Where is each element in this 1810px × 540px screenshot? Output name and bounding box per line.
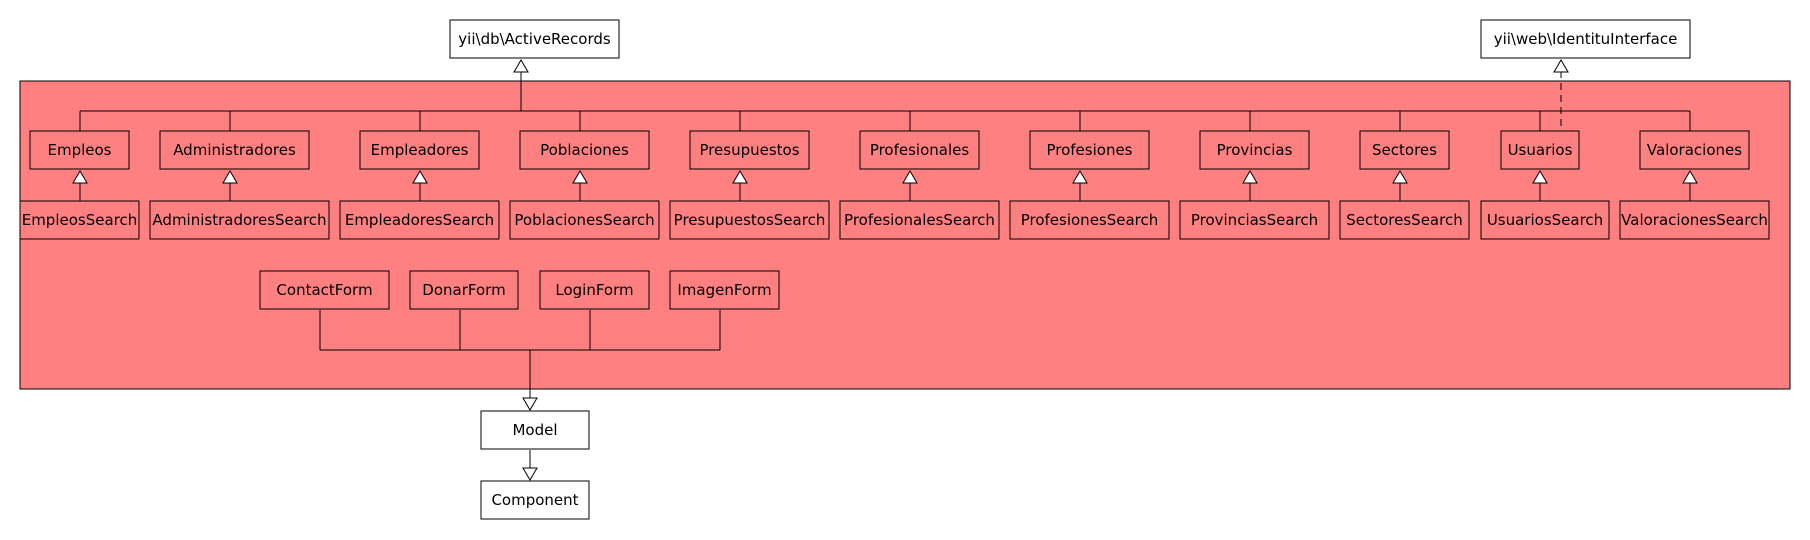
class-box-empleos: Empleos: [29, 130, 130, 170]
class-box-model: Model: [480, 410, 590, 450]
class-label: PresupuestosSearch: [674, 211, 826, 229]
class-box-sectores-search: SectoresSearch: [1339, 200, 1470, 240]
class-box-valoraciones: Valoraciones: [1639, 130, 1750, 170]
class-box-profesionales-search: ProfesionalesSearch: [839, 200, 1000, 240]
class-box-provincias: Provincias: [1199, 130, 1310, 170]
class-label: Valoraciones: [1647, 141, 1742, 159]
connector-lines: [79, 71, 1691, 470]
class-label: ProfesionesSearch: [1021, 211, 1159, 229]
class-box-contact-form: ContactForm: [259, 270, 390, 310]
class-box-administradores: Administradores: [159, 130, 310, 170]
class-label: Profesionales: [870, 141, 970, 159]
class-label: PoblacionesSearch: [514, 211, 654, 229]
class-box-presupuestos: Presupuestos: [689, 130, 810, 170]
class-box-administradores-search: AdministradoresSearch: [149, 200, 330, 240]
class-label: DonarForm: [422, 281, 505, 299]
class-box-usuarios: Usuarios: [1500, 130, 1580, 170]
class-label: ProfesionalesSearch: [844, 211, 995, 229]
class-label: AdministradoresSearch: [152, 211, 326, 229]
class-label: LoginForm: [555, 281, 633, 299]
class-label: Component: [491, 491, 578, 509]
class-label: yii\db\ActiveRecords: [458, 30, 611, 48]
class-box-usuarios-search: UsuariosSearch: [1480, 200, 1610, 240]
class-label: Poblaciones: [540, 141, 629, 159]
class-box-provincias-search: ProvinciasSearch: [1179, 200, 1330, 240]
class-label: UsuariosSearch: [1487, 211, 1603, 229]
inheritance-arrowheads: [72, 59, 1698, 481]
class-label: EmpleadoresSearch: [345, 211, 494, 229]
class-label: ImagenForm: [677, 281, 771, 299]
class-label: Empleadores: [371, 141, 469, 159]
class-label: SectoresSearch: [1346, 211, 1462, 229]
class-box-imagen-form: ImagenForm: [669, 270, 780, 310]
class-box-login-form: LoginForm: [539, 270, 650, 310]
class-box-profesiones-search: ProfesionesSearch: [1009, 200, 1170, 240]
class-box-donar-form: DonarForm: [409, 270, 519, 310]
class-box-component: Component: [480, 480, 590, 520]
class-label: Empleos: [48, 141, 112, 159]
class-label: EmpleosSearch: [22, 211, 138, 229]
class-label: Administradores: [173, 141, 296, 159]
class-label: Profesiones: [1046, 141, 1132, 159]
class-box-valoraciones-search: ValoracionesSearch: [1619, 200, 1770, 240]
class-box-empleadores: Empleadores: [359, 130, 480, 170]
class-box-presupuestos-search: PresupuestosSearch: [669, 200, 830, 240]
class-box-profesionales: Profesionales: [859, 130, 980, 170]
class-box-sectores: Sectores: [1359, 130, 1450, 170]
class-box-empleadores-search: EmpleadoresSearch: [339, 200, 500, 240]
class-box-profesiones: Profesiones: [1029, 130, 1150, 170]
class-label: ProvinciasSearch: [1191, 211, 1318, 229]
class-box-poblaciones-search: PoblacionesSearch: [509, 200, 660, 240]
class-label: Usuarios: [1508, 141, 1573, 159]
class-box-identity-interface: yii\web\IdentituInterface: [1480, 19, 1691, 59]
class-box-empleos-search: EmpleosSearch: [19, 200, 140, 240]
class-box-poblaciones: Poblaciones: [519, 130, 650, 170]
class-label: ContactForm: [276, 281, 372, 299]
class-label: Provincias: [1217, 141, 1293, 159]
class-label: Model: [512, 421, 557, 439]
class-box-active-record: yii\db\ActiveRecords: [449, 19, 620, 59]
class-label: ValoracionesSearch: [1621, 211, 1768, 229]
class-label: Presupuestos: [699, 141, 799, 159]
class-label: Sectores: [1372, 141, 1437, 159]
class-label: yii\web\IdentituInterface: [1494, 30, 1678, 48]
